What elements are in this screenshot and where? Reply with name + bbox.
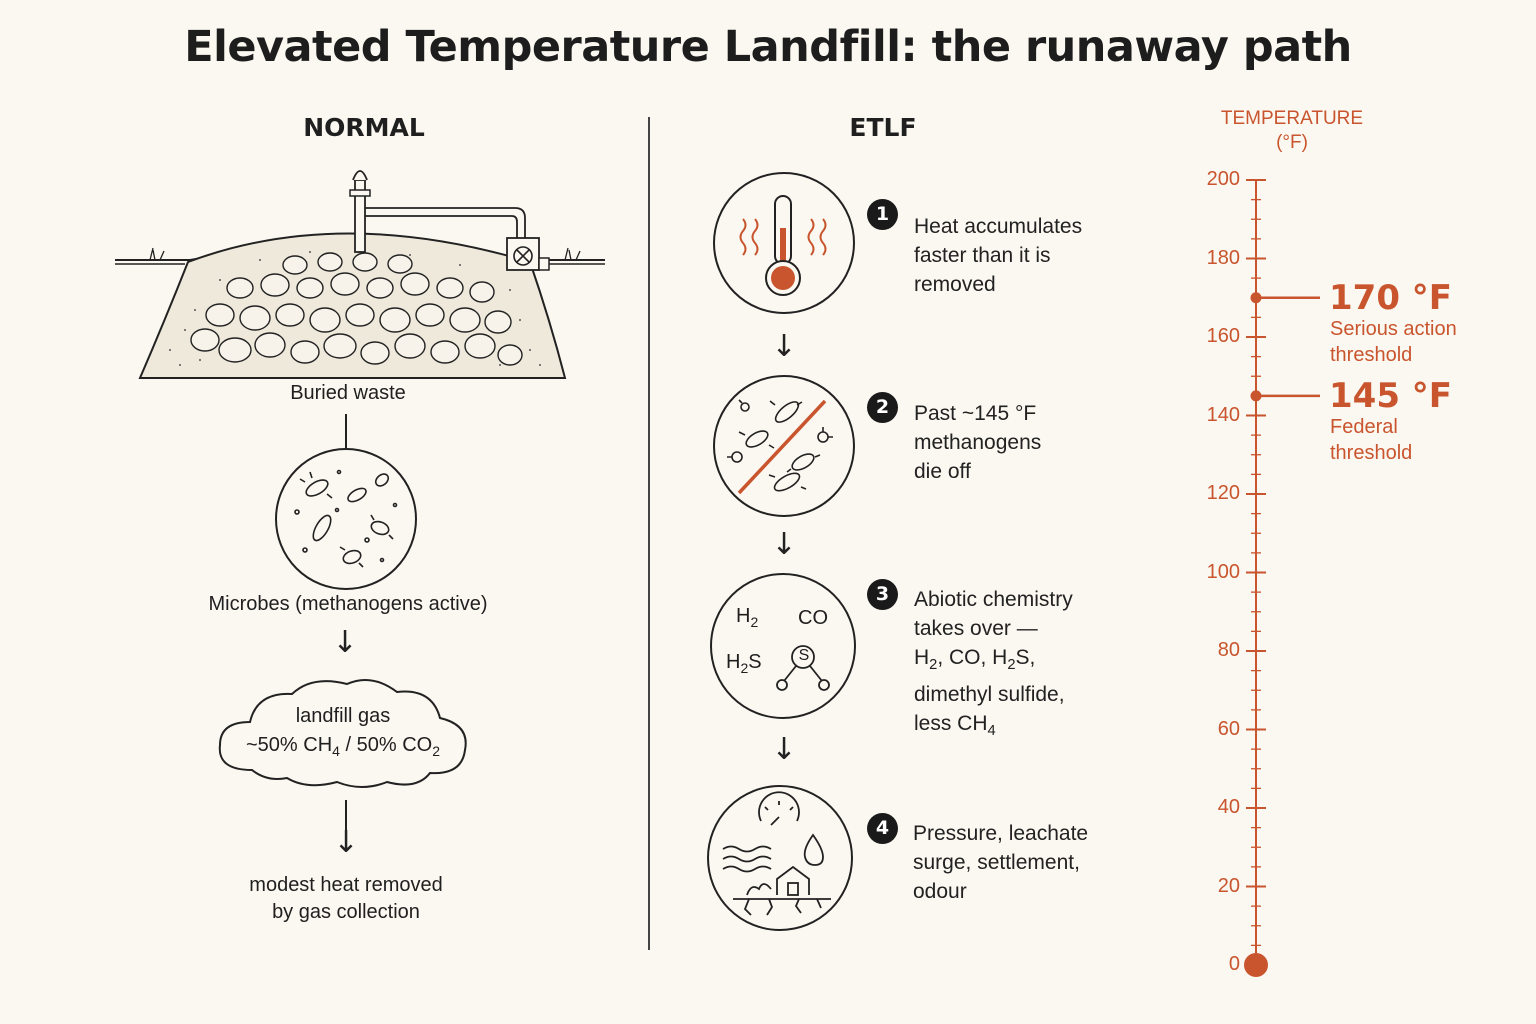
scale-tick-label: 0 [1228,953,1240,975]
crossed-microbes-icon [727,399,833,495]
scale-tick-label: 100 [1206,560,1240,583]
microbes-label: Microbes (methanogens active) [208,593,488,615]
landfill-mound-illustration [115,170,605,379]
normal-heading: NORMAL [303,113,425,142]
heat-removed-line1: modest heat removed [249,874,443,896]
gas-cloud-line1: landfill gas [295,705,391,727]
page-title: Elevated Temperature Landfill: the runaw… [184,22,1352,72]
molecule-icon [776,645,830,691]
gas-cloud-shape [218,678,467,788]
arrow-down-icon: ↓ [771,329,797,364]
scale-tick-label: 180 [1206,246,1240,269]
threshold-marker [1250,390,1262,402]
gas-cloud-line2: ~50% CH4 / 50% CO2 [245,734,440,759]
scale-tick-label: 60 [1217,717,1240,740]
threshold-marker [1250,292,1262,304]
chem-h2-label: H2 [736,605,759,630]
scale-tick-label: 20 [1217,874,1240,897]
scale-title: TEMPERATURE(°F) [1220,108,1364,153]
step-3-circle: H2 CO H2S S [710,573,856,719]
thermometer-icon [739,195,827,296]
scale-tick-label: 40 [1217,796,1240,818]
connector-arrow [345,800,347,846]
microbes-icon [294,469,398,568]
column-divider [648,117,650,950]
buried-waste-label: Buried waste [290,382,406,404]
heat-removed-line2: by gas collection [272,901,420,923]
arrow-down-icon: ↓ [333,825,359,860]
step-2-badge: 2 [867,392,898,423]
chem-h2s-label: H2S [726,651,762,676]
threshold-value: 145 °F [1329,375,1453,416]
step-3-badge: 3 [867,579,898,610]
step-4-badge: 4 [867,813,898,844]
scale-tick-label: 200 [1206,168,1240,190]
threshold-value: 170 °F [1329,277,1453,318]
scale-tick-label: 80 [1217,639,1240,661]
arrow-down-icon: ↓ [332,625,358,660]
temperature-scale [1244,179,1320,977]
chem-co-label: CO [798,607,828,629]
arrow-down-icon: ↓ [771,732,797,767]
step-3-text: Abiotic chemistry takes over — H2, CO, H… [914,588,1073,740]
step-4-circle [707,785,853,931]
step-1-circle [713,172,855,314]
pressure-leachate-icon [722,791,831,916]
scale-tick-label: 120 [1206,482,1240,504]
etlf-heading: ETLF [849,113,917,142]
arrow-down-icon: ↓ [771,527,797,562]
scale-tick-label: 140 [1206,403,1240,426]
scale-tick-label: 160 [1206,325,1240,347]
step-2-circle [713,375,855,517]
scale-bulb-marker [1244,953,1268,977]
chem-s-label: S [798,647,810,664]
step-1-badge: 1 [867,199,898,230]
microbes-circle [275,448,417,590]
connector-line [345,414,347,450]
